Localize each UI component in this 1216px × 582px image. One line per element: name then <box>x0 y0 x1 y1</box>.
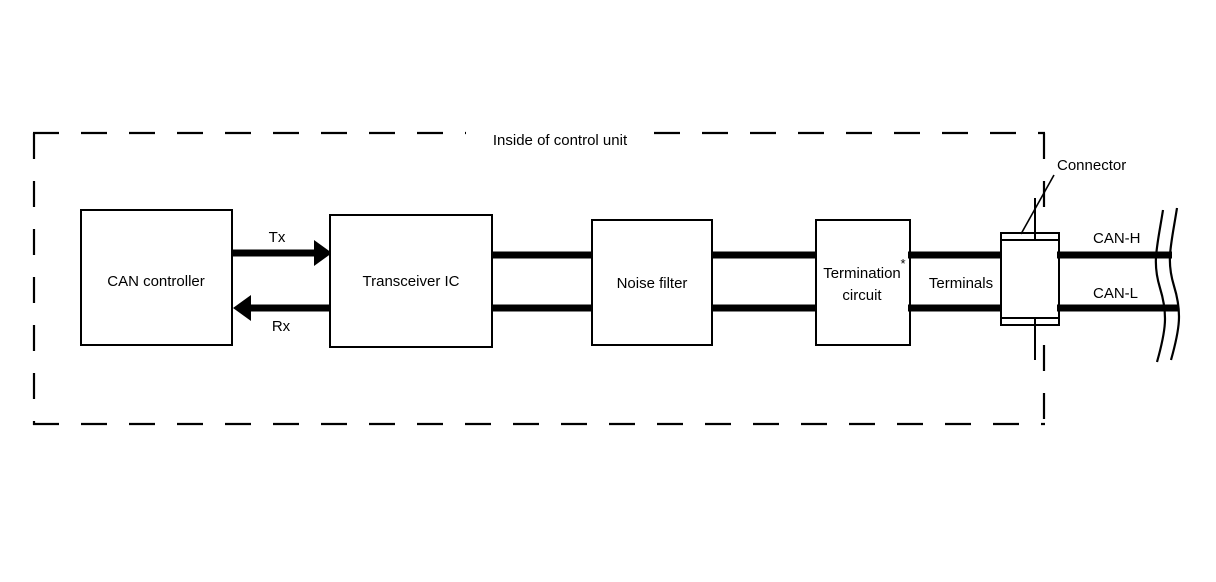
rx-arrow-head <box>233 295 251 321</box>
block-transceiver-ic-label: Transceiver IC <box>363 273 460 290</box>
block-termination-circuit-label-line1: Termination <box>823 265 901 282</box>
cable-break-curve-left <box>1154 209 1167 363</box>
block-termination-circuit[interactable] <box>815 219 911 346</box>
block-can-controller-label: CAN controller <box>107 273 205 290</box>
boundary-title-label: Inside of control unit <box>493 132 628 149</box>
block-transceiver-ic[interactable] <box>329 214 493 348</box>
rx-signal-label: Rx <box>272 318 291 335</box>
termination-footnote-asterisk: * <box>900 256 905 271</box>
tx-signal-label: Tx <box>269 229 286 246</box>
connector-label: Connector <box>1057 157 1126 174</box>
bus-label-can-h: CAN-H <box>1093 230 1141 247</box>
connector-leader-line <box>1020 174 1055 235</box>
block-can-controller[interactable] <box>80 209 233 346</box>
block-termination-circuit-label-line2: circuit <box>842 287 882 304</box>
block-noise-filter[interactable] <box>591 219 713 346</box>
terminals-label: Terminals <box>929 275 993 292</box>
tx-arrow-head <box>314 240 332 266</box>
cable-break-curve-right <box>1168 207 1181 361</box>
bus-label-can-l: CAN-L <box>1093 285 1138 302</box>
block-noise-filter-label: Noise filter <box>617 275 688 292</box>
connector-body[interactable] <box>1000 232 1060 326</box>
